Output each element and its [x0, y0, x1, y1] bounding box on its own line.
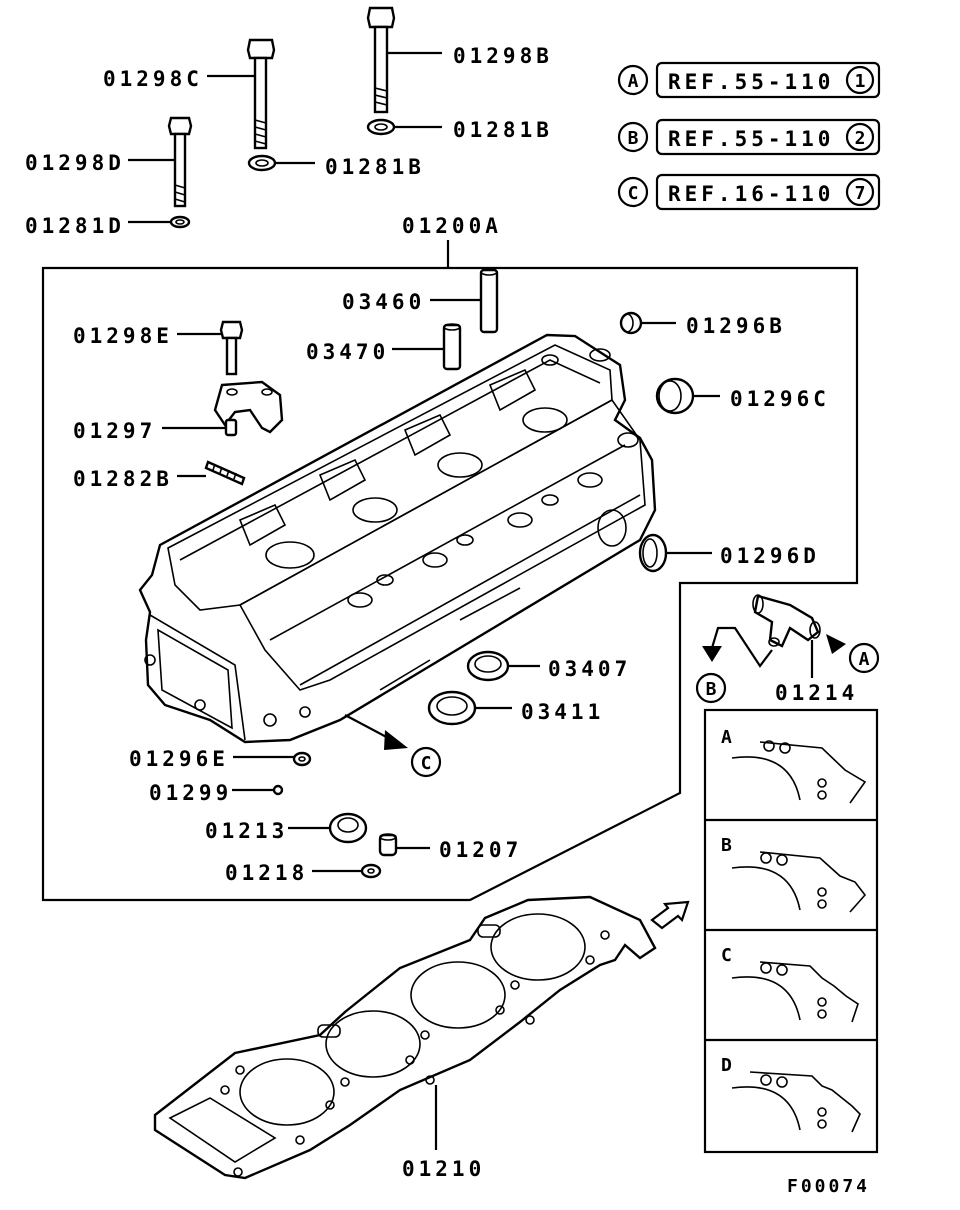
gasket-variant-c-letter: C — [721, 945, 732, 966]
reference-a-marker-icon — [617, 64, 649, 96]
bushing-01207-icon — [378, 833, 398, 857]
callout-c-letter: C — [421, 753, 432, 774]
label-01213[interactable]: 01213 — [205, 819, 288, 843]
callout-a-letter: A — [859, 649, 870, 670]
gasket-variant-table: A B C D — [703, 708, 879, 1154]
label-01282b[interactable]: 01282B — [73, 467, 173, 491]
reference-c-marker: C — [628, 183, 639, 204]
plug-01296c-icon — [655, 377, 695, 415]
reference-b-num-circle-icon — [845, 122, 875, 152]
reference-c-text: REF.16-110 — [668, 182, 834, 206]
cylinder-head-icon — [138, 333, 657, 744]
callout-c[interactable]: C — [344, 714, 442, 778]
dowel-01297-icon — [224, 418, 238, 437]
label-01281b-upper[interactable]: 01281B — [453, 118, 553, 142]
pin-03460-icon — [479, 268, 499, 334]
gasket-variant-c[interactable]: C — [721, 945, 859, 1023]
label-01296c[interactable]: 01296C — [730, 387, 830, 411]
label-01281d[interactable]: 01281D — [25, 214, 125, 238]
callout-b-circle-icon — [695, 672, 727, 704]
label-01218[interactable]: 01218 — [225, 861, 308, 885]
reference-a[interactable]: A REF.55-110 1 — [617, 61, 881, 99]
callout-a-circle-icon — [848, 642, 880, 674]
plug-01296b-icon — [619, 311, 643, 335]
label-03470[interactable]: 03470 — [306, 340, 389, 364]
reference-b-box — [655, 118, 881, 156]
gasket-variant-d[interactable]: D — [721, 1055, 861, 1133]
cam-cap-01297-icon — [213, 380, 284, 434]
gasket-variant-b-letter: B — [721, 835, 732, 856]
reference-c-num: 7 — [855, 183, 866, 204]
label-01299[interactable]: 01299 — [149, 781, 232, 805]
gasket-variant-a-letter: A — [721, 727, 732, 748]
bolt-01298d-icon — [167, 116, 193, 208]
label-01214[interactable]: 01214 — [775, 681, 858, 705]
nut-01218-icon — [360, 863, 382, 879]
bolt-01298b-icon — [366, 6, 396, 114]
gasket-variant-pointer — [650, 900, 690, 930]
seal-01213-icon — [328, 812, 368, 844]
pin-03470-icon — [442, 323, 462, 371]
arrow-a-icon — [826, 634, 846, 654]
stud-01282b-icon — [204, 460, 246, 486]
gasket-variant-d-letter: D — [721, 1055, 732, 1076]
reference-b-marker: B — [628, 128, 639, 149]
label-03411[interactable]: 03411 — [521, 700, 604, 724]
washer-01281b-upper-icon — [366, 118, 396, 136]
label-03407[interactable]: 03407 — [548, 657, 631, 681]
fitting-01214-icon — [752, 594, 821, 648]
label-01296e[interactable]: 01296E — [129, 747, 229, 771]
ball-01299-icon — [272, 784, 284, 796]
label-01296d[interactable]: 01296D — [720, 544, 820, 568]
label-01298e[interactable]: 01298E — [73, 324, 173, 348]
reference-b-text: REF.55-110 — [668, 127, 834, 151]
callout-a[interactable]: A — [826, 634, 880, 674]
reference-list: A REF.55-110 1 B REF.55-110 2 C REF.16-1… — [617, 61, 881, 211]
callout-b-letter: B — [706, 679, 717, 700]
washer-01281d-icon — [169, 215, 191, 229]
reference-c[interactable]: C REF.16-110 7 — [617, 173, 881, 211]
bolt-01298e-icon — [219, 320, 244, 376]
callout-c-circle-icon — [410, 746, 442, 778]
reference-a-box — [655, 61, 881, 99]
label-01298c[interactable]: 01298C — [103, 67, 203, 91]
label-01296b[interactable]: 01296B — [686, 314, 786, 338]
pointer-arrow-icon — [650, 900, 690, 930]
label-01298b[interactable]: 01298B — [453, 44, 553, 68]
gasket-variant-a[interactable]: A — [721, 727, 867, 804]
seal-03407-icon — [466, 650, 510, 682]
bolt-01298c-icon — [246, 38, 276, 150]
arrow-c-icon — [384, 730, 408, 750]
head-gasket-icon — [153, 895, 657, 1180]
reference-a-num-circle-icon — [845, 65, 875, 95]
plug-01296d-icon — [638, 533, 668, 573]
gasket-variant-b[interactable]: B — [721, 835, 867, 913]
washer-01281b-lower-icon — [247, 154, 277, 172]
label-01281b-lower[interactable]: 01281B — [325, 155, 425, 179]
reference-b-num: 2 — [855, 128, 866, 149]
label-01200a[interactable]: 01200A — [402, 214, 502, 238]
label-01298d[interactable]: 01298D — [25, 151, 125, 175]
label-03460[interactable]: 03460 — [342, 290, 425, 314]
assembly-frame: 01200A — [41, 214, 859, 902]
label-01210[interactable]: 01210 — [402, 1157, 485, 1181]
label-01207[interactable]: 01207 — [439, 838, 522, 862]
reference-b[interactable]: B REF.55-110 2 — [617, 118, 881, 156]
reference-c-marker-icon — [617, 176, 649, 208]
reference-c-num-circle-icon — [845, 177, 875, 207]
reference-a-text: REF.55-110 — [668, 70, 834, 94]
arrow-b-icon — [702, 646, 722, 662]
plug-01296e-icon — [292, 751, 312, 767]
reference-a-num: 1 — [855, 71, 866, 92]
reference-a-marker: A — [628, 71, 639, 92]
reference-b-marker-icon — [617, 121, 649, 153]
diagram-code: F00074 — [787, 1176, 870, 1197]
callout-b[interactable]: B — [695, 626, 773, 704]
seal-03411-icon — [427, 690, 477, 726]
reference-c-box — [655, 173, 881, 211]
label-01297[interactable]: 01297 — [73, 419, 156, 443]
